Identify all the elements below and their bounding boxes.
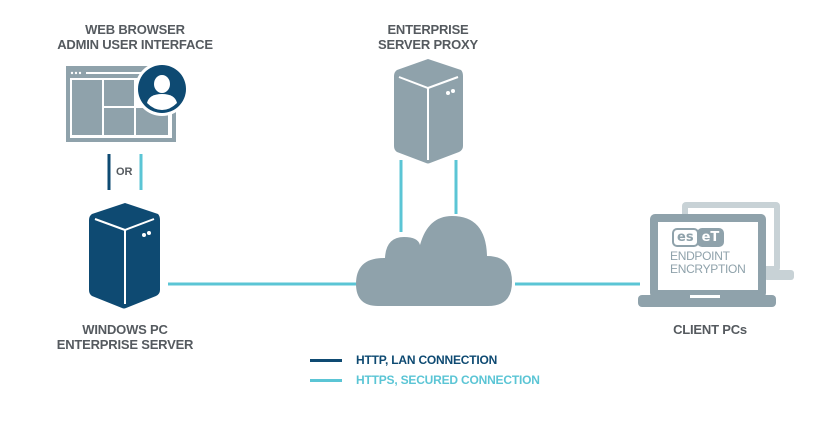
legend-item-http: HTTP, LAN CONNECTION <box>310 350 540 370</box>
endpoint-encryption-text: ENDPOINT ENCRYPTION <box>670 249 746 276</box>
eset-logo-part1: es <box>672 228 699 247</box>
server-tower-icon <box>89 203 160 309</box>
product-line1: ENDPOINT <box>670 249 730 263</box>
proxy-label: ENTERPRISE SERVER PROXY <box>340 22 516 52</box>
legend-label-https: HTTPS, SECURED CONNECTION <box>356 373 540 387</box>
proxy-label-line1: ENTERPRISE <box>387 22 469 37</box>
proxy-label-line2: SERVER PROXY <box>378 37 478 52</box>
or-label: OR <box>116 166 133 178</box>
browser-label-line2: ADMIN USER INTERFACE <box>57 37 213 52</box>
user-avatar-icon <box>135 62 189 116</box>
legend-item-https: HTTPS, SECURED CONNECTION <box>310 370 540 390</box>
legend: HTTP, LAN CONNECTION HTTPS, SECURED CONN… <box>310 350 540 390</box>
proxy-server-icon <box>394 59 463 164</box>
legend-swatch-cyan <box>310 378 342 382</box>
internet-cloud-icon <box>356 216 512 306</box>
eset-logo-part2: eT <box>696 228 725 247</box>
browser-label: WEB BROWSER ADMIN USER INTERFACE <box>40 22 230 52</box>
eset-logo: es eT <box>672 228 725 247</box>
server-label: WINDOWS PC ENTERPRISE SERVER <box>30 322 220 352</box>
server-label-line2: ENTERPRISE SERVER <box>56 337 194 352</box>
legend-swatch-dark <box>310 358 342 362</box>
legend-label-http: HTTP, LAN CONNECTION <box>356 353 498 367</box>
server-label-line1: WINDOWS PC <box>82 322 168 337</box>
clients-label: CLIENT PCs <box>673 322 747 337</box>
product-line2: ENCRYPTION <box>670 262 746 276</box>
browser-label-line1: WEB BROWSER <box>85 22 185 37</box>
